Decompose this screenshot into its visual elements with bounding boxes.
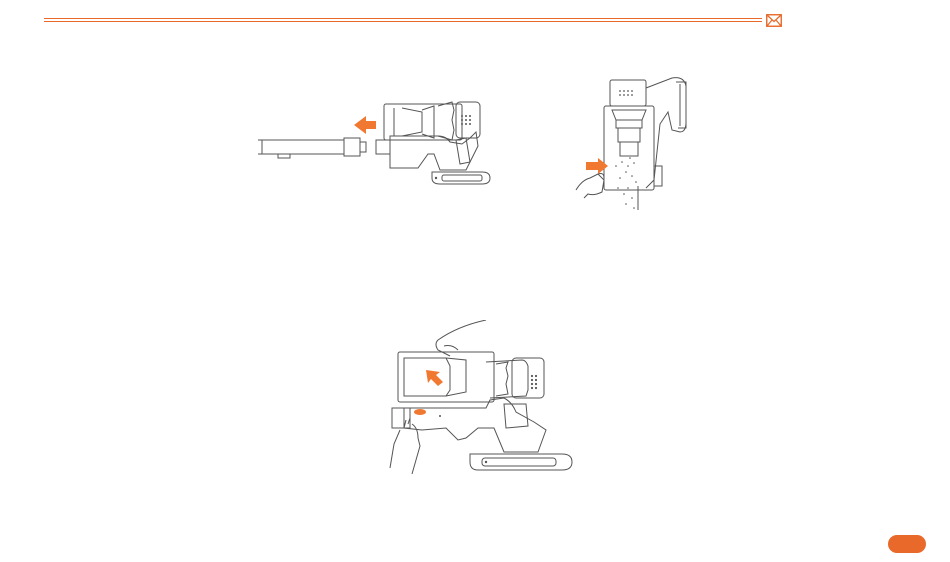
header-rule [44, 18, 762, 24]
release-button-icon [414, 409, 426, 415]
mail-icon[interactable] [766, 14, 782, 27]
arrow-right-icon [586, 158, 608, 174]
dust-bin-emptying-illustration [568, 70, 694, 212]
vacuum-detach-tube-illustration [256, 96, 500, 188]
page-number-badge [888, 535, 926, 553]
dust-bin-release-illustration [386, 320, 578, 474]
arrow-left-icon [354, 116, 376, 134]
arrow-up-left-icon [426, 370, 443, 386]
